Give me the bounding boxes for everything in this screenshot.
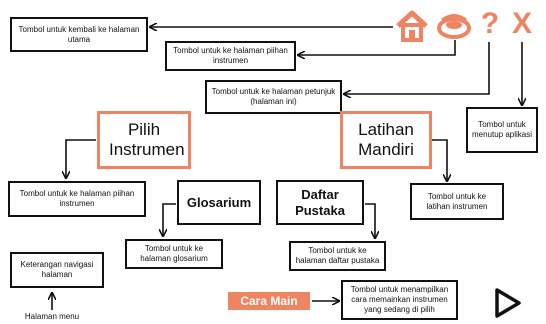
latihan-mandiri-label: Latihan Mandiri bbox=[358, 120, 414, 159]
close-description: Tombol untuk menutup aplikasi bbox=[466, 107, 538, 153]
glosarium-description: Tombol untuk ke halaman glosarium bbox=[125, 239, 223, 269]
daftar-pustaka-label: Daftar Pustaka bbox=[295, 186, 345, 218]
cara-main-description: Tombol untuk menampilkan cara memainkan … bbox=[341, 280, 458, 320]
navigation-description: Keterangan navigasi halaman bbox=[10, 252, 104, 288]
music-description: Tombol untuk ke halaman piihan instrumen bbox=[165, 41, 296, 71]
close-icon[interactable]: X bbox=[511, 7, 532, 40]
latihan-mandiri-button[interactable]: Latihan Mandiri bbox=[340, 111, 432, 169]
daftar-pustaka-description: Tombol untuk ke halaman daftar pustaka bbox=[289, 241, 386, 271]
help-description: Tombol untuk ke halaman petunjuk (halama… bbox=[205, 80, 342, 114]
play-icon[interactable] bbox=[494, 287, 522, 319]
home-description: Tombol untuk kembali ke halaman utama bbox=[10, 17, 148, 52]
halaman-menu-label: Halaman menu bbox=[24, 312, 80, 321]
cara-main-button[interactable]: Cara Main bbox=[228, 292, 310, 310]
pilih-instrumen-description: Tombol untuk ke halaman piihan instrumen bbox=[8, 181, 146, 217]
pilih-instrumen-label: Pilih Instrumen bbox=[109, 120, 185, 159]
pilih-instrumen-button[interactable]: Pilih Instrumen bbox=[97, 111, 191, 169]
music-icon[interactable] bbox=[436, 11, 472, 41]
home-icon[interactable] bbox=[395, 10, 429, 42]
daftar-pustaka-button[interactable]: Daftar Pustaka bbox=[276, 180, 364, 225]
glosarium-button[interactable]: Glosarium bbox=[177, 180, 261, 225]
latihan-description: Tombol untuk ke latihan instrumen bbox=[410, 183, 504, 220]
help-icon[interactable]: ? bbox=[480, 7, 500, 40]
